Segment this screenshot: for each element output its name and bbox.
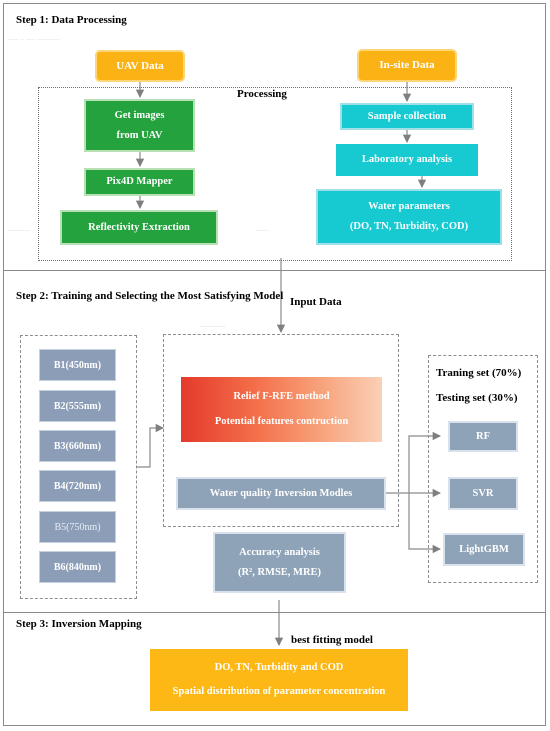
model-rf-label: RF (476, 430, 490, 442)
model-rf-box: RF (448, 421, 518, 452)
faint-background-text: ....... (255, 224, 269, 233)
wq-inversion-models-box: Water quality Inversion Modles (176, 477, 386, 510)
insite-data-box: In-site Data (359, 51, 455, 80)
accuracy-analysis-box: Accuracy analysis (R², RMSE, MRE) (213, 532, 346, 593)
result-box: DO, TN, Turbidity and COD Spatial distri… (150, 649, 408, 711)
feature-model-group (163, 334, 399, 527)
accuracy-analysis-label: Accuracy analysis (239, 546, 320, 558)
sample-collection-label: Sample collection (367, 110, 447, 122)
relief-method-label: Relief F-RFE method (233, 391, 330, 403)
band-b3: B3(660nm) (39, 430, 116, 462)
model-svr-box: SVR (448, 477, 518, 510)
band-b2: B2(555nm) (39, 390, 116, 422)
bands-group (20, 335, 137, 599)
section-divider-2 (3, 612, 546, 613)
uav-data-box: UAV Data (97, 52, 183, 80)
diagram-frame (3, 3, 546, 726)
step3-title: Step 3: Inversion Mapping (16, 618, 142, 630)
water-parameters-box: Water parameters (DO, TN, Turbidity, COD… (316, 189, 502, 245)
reflectivity-extraction-label: Reflectivity Extraction (88, 221, 190, 233)
get-images-line-2: from UAV (116, 129, 163, 141)
water-parameters-line-2: (DO, TN, Turbidity, COD) (349, 221, 469, 232)
laboratory-analysis-label: Laboratory analysis (361, 154, 453, 166)
step2-title: Step 2: Training and Selecting the Most … (16, 290, 284, 302)
model-lightgbm-box: LightGBM (443, 533, 525, 566)
insite-data-label: In-site Data (379, 59, 435, 72)
band-b6: B6(840nm) (39, 551, 116, 583)
testing-set-label: Testing set (30%) (436, 392, 518, 404)
training-set-label: Traning set (70%) (436, 367, 522, 379)
step1-title: Step 1: Data Processing (16, 14, 127, 26)
feature-construction-label: Potential features contruction (214, 415, 349, 427)
sample-collection-box: Sample collection (340, 103, 474, 130)
result-line-2: Spatial distribution of parameter concen… (172, 686, 386, 697)
faint-background-text: ..... .. ..... ........... (8, 33, 60, 42)
band-b5: B5(750nm) (39, 511, 116, 543)
water-parameters-line-1: Water parameters (368, 201, 450, 213)
relief-f-rfe-box: Relief F-RFE method Potential features c… (181, 377, 382, 442)
band-b4: B4(720nm) (39, 470, 116, 502)
section-divider-1 (3, 270, 546, 271)
laboratory-analysis-box: Laboratory analysis (336, 144, 478, 176)
reflectivity-extraction-box: Reflectivity Extraction (60, 210, 218, 245)
processing-region (38, 87, 512, 261)
input-data-label: Input Data (290, 296, 342, 308)
pix4d-mapper-box: Pix4D Mapper (84, 168, 195, 196)
processing-label: Processing (237, 88, 287, 100)
model-lightgbm-label: LightGBM (459, 543, 509, 555)
best-fitting-model-label: best fitting model (291, 634, 373, 646)
models-group (428, 355, 538, 583)
band-b1: B1(450nm) (39, 349, 116, 381)
faint-background-text: ............. (200, 320, 226, 329)
wq-inversion-models-label: Water quality Inversion Modles (209, 487, 353, 499)
result-line-1: DO, TN, Turbidity and COD (214, 661, 344, 673)
model-svr-label: SVR (472, 487, 494, 499)
accuracy-metrics-label: (R², RMSE, MRE) (237, 566, 322, 578)
faint-background-text: ........... (8, 224, 30, 233)
uav-data-label: UAV Data (116, 59, 164, 72)
get-images-box: Get images from UAV (84, 99, 195, 152)
get-images-line-1: Get images (114, 109, 165, 121)
pix4d-mapper-label: Pix4D Mapper (106, 176, 173, 188)
